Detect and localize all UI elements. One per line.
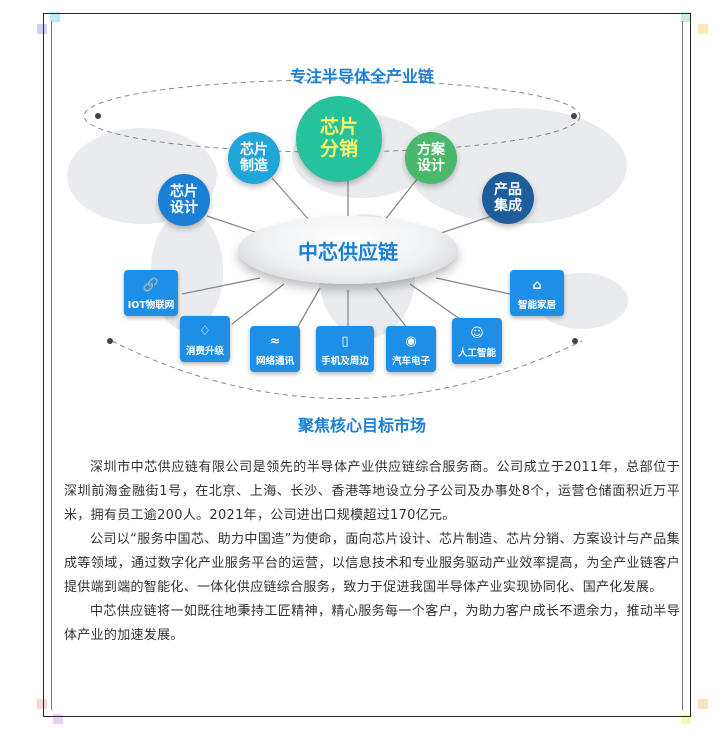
market-tile-smarthome: ⌂ 智能家居 — [510, 270, 564, 316]
hub-disc: 中芯供应链 — [238, 216, 458, 284]
circle-label: 芯片 — [240, 141, 268, 158]
bottom-heading: 聚焦核心目标市场 — [297, 416, 426, 435]
market-tile-network: ≈ 网络通讯 — [250, 326, 300, 372]
corner-decoration — [698, 24, 708, 34]
arc-dot — [571, 113, 577, 119]
corner-decoration — [681, 714, 691, 724]
market-tile-iot: 🔗 IOT物联网 — [124, 270, 178, 316]
chip-distribution-circle: 芯片 分销 — [296, 96, 382, 182]
link-icon: 🔗 — [142, 278, 160, 293]
market-tile-auto: ◉ 汽车电子 — [386, 326, 436, 372]
market-label: 人工智能 — [457, 348, 496, 359]
corner-decoration — [53, 714, 63, 724]
bottom-arc — [111, 340, 583, 399]
corner-decoration — [681, 12, 691, 22]
home-icon: ⌂ — [532, 278, 542, 293]
supply-chain-diagram: 专注半导体全产业链 芯片 设计 芯片 制造 芯片 分销 方案 设计 产品 集成 … — [62, 56, 662, 436]
circle-label: 芯片 — [170, 183, 198, 200]
corner-decoration — [37, 699, 47, 709]
circle-label: 设计 — [170, 200, 198, 216]
arc-dot — [95, 113, 101, 119]
paragraph: 中芯供应链将一如既往地秉持工匠精神，精心服务每一个客户，为助力客户成长不遗余力，… — [64, 604, 680, 643]
arc-dot — [572, 338, 578, 344]
circle-label: 分销 — [319, 138, 358, 160]
paragraph: 公司以“服务中国芯、助力中国造”为使命，面向芯片设计、芯片制造、芯片分销、方案设… — [64, 532, 680, 595]
market-label: 消费升级 — [185, 346, 224, 357]
outer-frame — [43, 13, 691, 717]
arc-dot — [107, 338, 113, 344]
circle-label: 制造 — [240, 158, 268, 174]
inner-frame — [51, 21, 683, 710]
phone-icon: ▯ — [341, 334, 349, 349]
market-label: IOT物联网 — [127, 300, 175, 311]
shopping-icon: ♢ — [199, 324, 211, 339]
solution-design-circle: 方案 设计 — [405, 132, 457, 184]
chip-manufacturing-circle: 芯片 制造 — [228, 132, 280, 184]
paragraph: 深圳市中芯供应链有限公司是领先的半导体产业供应链综合服务商。公司成立于2011年… — [64, 460, 680, 523]
wifi-icon: ≈ — [269, 334, 281, 349]
circle-label: 设计 — [417, 158, 445, 174]
market-label: 汽车电子 — [391, 356, 430, 367]
top-heading: 专注半导体全产业链 — [289, 67, 434, 86]
circle-label: 集成 — [494, 198, 522, 214]
market-label: 网络通讯 — [255, 356, 294, 367]
market-label: 手机及周边 — [321, 356, 369, 367]
market-tile-consumer: ♢ 消费升级 — [180, 316, 230, 362]
robot-icon: ☺ — [470, 326, 484, 341]
market-tile-phone: ▯ 手机及周边 — [316, 326, 374, 372]
hub-label: 中芯供应链 — [298, 239, 398, 264]
product-integration-circle: 产品 集成 — [482, 172, 534, 224]
car-icon: ◉ — [405, 334, 417, 349]
market-tile-ai: ☺ 人工智能 — [452, 318, 502, 364]
corner-decoration — [37, 24, 47, 34]
circle-label: 方案 — [417, 141, 445, 158]
corner-decoration — [698, 699, 708, 709]
company-intro: 深圳市中芯供应链有限公司是领先的半导体产业供应链综合服务商。公司成立于2011年… — [64, 456, 680, 648]
chip-design-circle: 芯片 设计 — [158, 174, 210, 226]
circle-label: 芯片 — [319, 116, 358, 139]
market-label: 智能家居 — [517, 300, 556, 311]
circle-label: 产品 — [494, 181, 522, 198]
corner-decoration — [50, 12, 60, 22]
